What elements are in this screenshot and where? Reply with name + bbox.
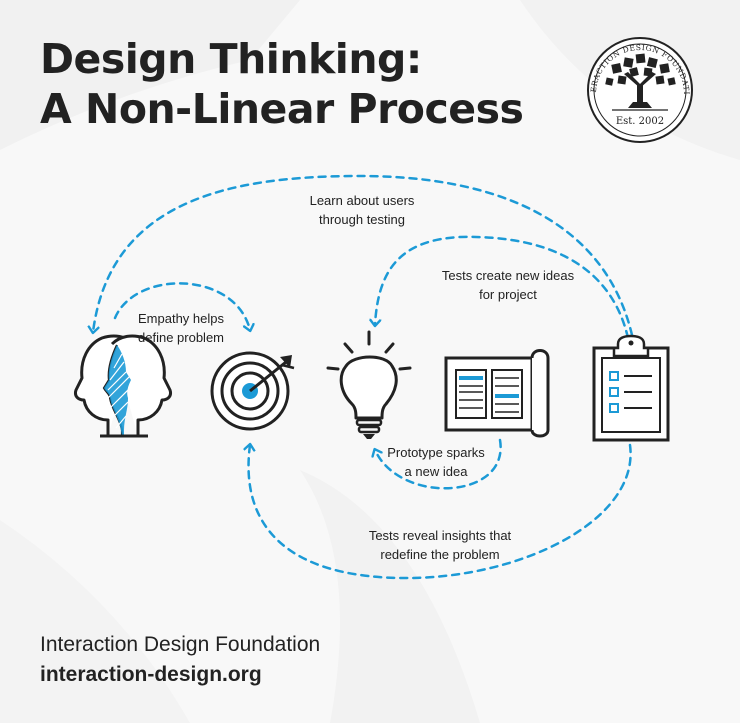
arrow-learn-users xyxy=(93,174,634,337)
target-icon xyxy=(210,351,295,431)
title-line-2: A Non-Linear Process xyxy=(40,85,524,133)
footer: Interaction Design Foundation interactio… xyxy=(40,630,320,690)
title-line-1: Design Thinking: xyxy=(40,35,422,83)
arrow-tests-new-ideas xyxy=(375,235,630,340)
label-tests-new-ideas: Tests create new ideas for project xyxy=(441,268,575,302)
logo-est: Est. 2002 xyxy=(616,116,664,127)
arrow-prototype-idea xyxy=(375,438,502,490)
svg-text:INTERACTION DESIGN FOUNDATION: INTERACTION DESIGN FOUNDATION xyxy=(0,0,691,95)
label-learn-users: Learn about users through testing xyxy=(309,193,415,227)
label-prototype: Prototype sparks a new idea xyxy=(387,445,485,479)
lightbulb-icon xyxy=(326,330,412,439)
label-empathy: Empathy helps define problem xyxy=(138,311,224,345)
empathy-heads-icon xyxy=(74,334,172,438)
arrow-empathy-define xyxy=(113,282,250,330)
logo-ring-text: INTERACTION DESIGN FOUNDATION xyxy=(0,0,690,95)
blueprint-icon xyxy=(444,349,550,438)
page-title: Design Thinking: A Non-Linear Process xyxy=(40,34,524,134)
idf-logo: INTERACTION DESIGN FOUNDATION Est. 2002 xyxy=(0,0,693,143)
footer-url: interaction-design.org xyxy=(40,663,262,686)
label-tests-reveal: Tests reveal insights that redefine the … xyxy=(368,528,512,562)
footer-org: Interaction Design Foundation xyxy=(40,633,321,656)
clipboard-icon xyxy=(592,334,670,442)
arrow-tests-reveal xyxy=(249,445,632,580)
